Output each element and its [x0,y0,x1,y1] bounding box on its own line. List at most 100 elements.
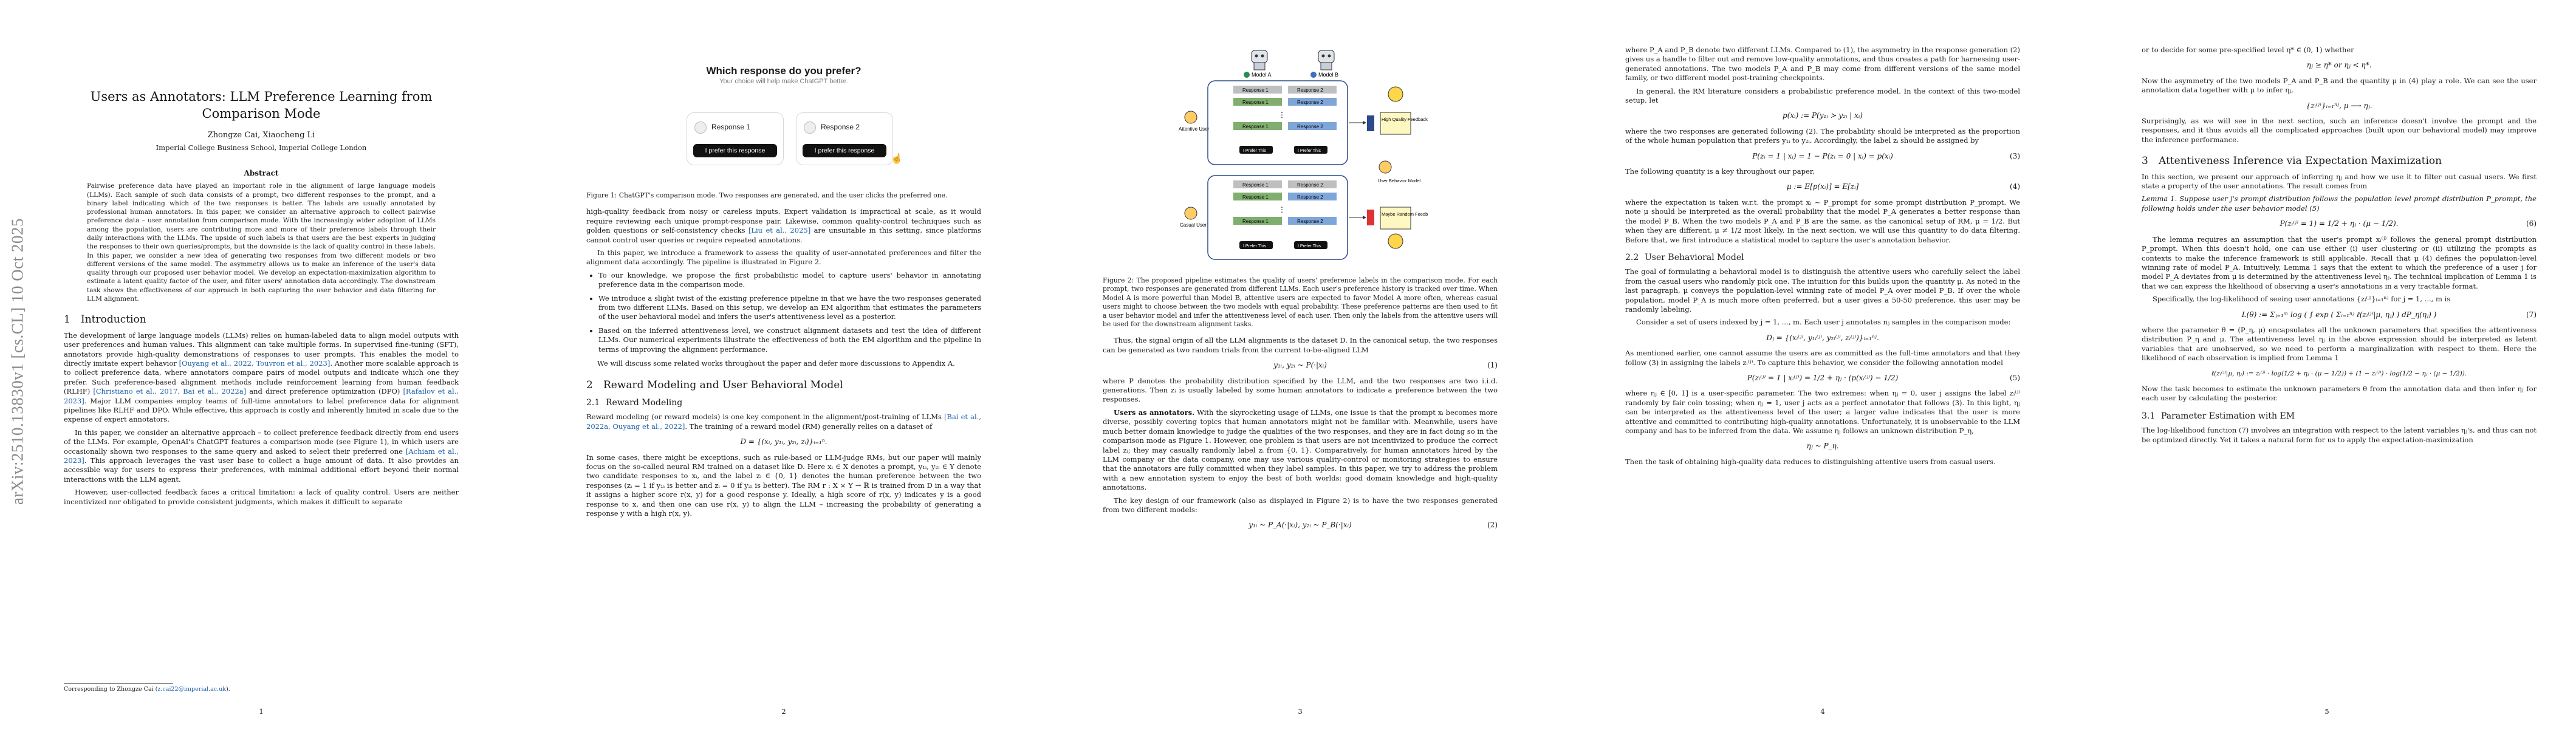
page-1: arXiv:2510.13830v1 [cs.CL] 10 Oct 2025 U… [0,0,522,729]
paragraph: Reward modeling (or reward models) is on… [586,412,981,431]
page-number: 3 [1298,707,1303,716]
svg-text:Response 2: Response 2 [1297,194,1323,200]
data-block-icon [1367,115,1374,131]
page-5-content: or to decide for some pre-specified leve… [2142,46,2537,448]
svg-text:I Prefer This: I Prefer This [1243,244,1266,248]
paragraph: Specifically, the log-likelihood of seei… [2153,295,2451,304]
robot-icon [1318,50,1335,70]
attentive-user-label: Attentive User [1179,126,1210,132]
svg-text:I Prefer This: I Prefer This [1298,244,1321,248]
paper-title: Users as Annotators: LLM Preference Lear… [90,89,433,121]
chatgpt-icon [804,122,816,134]
paragraph: The key design of our framework (also as… [1103,496,1498,514]
svg-text:Response 2: Response 2 [1297,87,1323,93]
page-number: 5 [2324,707,2329,716]
paragraph: In this section, we present our approach… [2142,172,2537,191]
paragraph: or to decide for some pre-specified leve… [2142,46,2354,54]
page-4-content: where P_A and P_B denote two different L… [1625,46,2020,470]
page-3: Model A Model B Attentive User Response … [1039,0,1561,729]
equation-likelihood: ℓ(zᵢ⁽ʲ⁾|μ, ηⱼ) := zᵢ⁽ʲ⁾ · log(1/2 + ηⱼ ·… [2211,369,2467,377]
equation-3: P(zᵢ = 1 | xᵢ) = 1 − P(zᵢ = 0 | xᵢ) = p(… [1752,151,2020,160]
paragraph: The goal of formulating a behavioral mod… [1625,267,2020,313]
robot-icon [1251,50,1268,70]
paragraph: As mentioned earlier, one cannot assume … [1625,349,2020,367]
equation-1: y₁ᵢ, y₂ᵢ ~ P(·|xᵢ)(1) [1273,361,1498,370]
response-pair-row: Response 1 Response 2 Response 1 Respons… [1233,86,1337,154]
citation-link[interactable]: [Ouyang et al., 2022, Touvron et al., 20… [179,359,331,368]
equation-4: μ := E[p(xᵢ)] = E[zᵢ](4) [1786,182,2020,191]
happy-face-icon [1388,86,1403,102]
page-5: or to decide for some pre-specified leve… [2078,0,2576,729]
svg-text:Response 2: Response 2 [1297,124,1323,129]
paragraph: Now the task becomes to estimate the unk… [2142,384,2537,403]
citation-link[interactable]: [Christiano et al., 2017, Bai et al., 20… [93,387,247,396]
paragraph: We will discuss some related works throu… [597,359,955,368]
paragraph: In general, the RM literature considers … [1625,86,2020,105]
email-link[interactable]: z.cai22@imperial.ac.uk [157,686,226,693]
figure-2-pipeline: Model A Model B Attentive User Response … [1173,46,1435,270]
arxiv-stamp: arXiv:2510.13830v1 [cs.CL] 10 Oct 2025 [8,218,27,505]
figure-1-caption: Figure 1: ChatGPT's comparison mode. Two… [586,191,948,199]
citation-link[interactable]: [Rafailov et al., 2023] [64,387,459,405]
contribution-item: Based on the inferred attentiveness leve… [598,326,981,354]
paragraph: The log-likelihood function (7) involves… [2142,426,2537,444]
svg-text:I Prefer This: I Prefer This [1298,149,1321,153]
footnote: Corresponding to Zhongze Cai (z.cai22@im… [64,683,230,693]
cursor-pointer-icon: ☝ [891,154,903,164]
citation-link[interactable]: [Liu et al., 2025] [748,226,811,235]
paragraph: where the expectation is taken w.r.t. th… [1625,197,2020,244]
svg-text:Response 1: Response 1 [1242,124,1269,129]
equation-dataset: D = {(xᵢ, y₁ᵢ, y₂ᵢ, zᵢ)}ᵢ₌₁ⁿ. [740,437,827,447]
response-card-2: Response 2 I prefer this response ☝ [796,112,903,165]
page-4: where P_A and P_B denote two different L… [1561,0,2084,729]
paragraph: where ηⱼ ∈ [0, 1] is a user-specific par… [1625,389,2020,435]
intro-paragraph-2: In this paper, we consider an alternativ… [64,428,459,484]
casual-user-box [1207,175,1348,260]
svg-text:Response 2: Response 2 [1297,219,1323,224]
paragraph: Users as annotators. With the skyrocketi… [1103,408,1498,492]
paper-authors: Zhongze Cai, Xiaocheng Li [207,131,315,140]
svg-text:Response 1: Response 1 [1242,100,1269,105]
page-2-content: Which response do you prefer? Your choic… [586,46,981,522]
paragraph: Now the asymmetry of the two models P_A … [2142,76,2537,95]
response-2-label: Response 2 [821,123,860,132]
paper-affiliation: Imperial College Business School, Imperi… [156,143,367,152]
paragraph: where P_A and P_B denote two different L… [1625,46,2020,83]
figure-1-comparison-mode: Which response do you prefer? Your choic… [656,46,911,185]
paragraph: Thus, the signal origin of all the LLM a… [1103,336,1498,354]
paragraph: where the two responses are generated fo… [1625,126,2020,145]
paragraph: where the parameter θ = (P_η, μ) encapsu… [2142,325,2537,363]
equation-p: p(xᵢ) := P(y₁ᵢ ≻ y₂ᵢ | xᵢ) [1783,111,1863,120]
equation-6: P(zᵢ⁽ʲ⁾ = 1) = 1/2 + ηⱼ · (μ − 1/2).(6) [2280,219,2537,228]
contribution-item: We introduce a slight twist of the exist… [598,294,981,322]
svg-text:Response 1: Response 1 [1242,194,1269,200]
svg-text:Response 2: Response 2 [1297,182,1323,188]
figure-2-caption: Figure 2: The proposed pipeline estimate… [1103,276,1498,329]
paragraph: Then the task of obtaining high-quality … [1625,457,1996,466]
paragraph: In this paper, we introduce a framework … [586,248,981,267]
high-quality-feedback-box [1380,112,1411,135]
contribution-item: To our knowledge, we propose the first p… [598,271,981,290]
equation-eta: ηⱼ ~ P_η. [1806,442,1839,451]
svg-text:⋮: ⋮ [1278,111,1286,119]
data-block-icon [1367,210,1374,225]
equation-5: P(zᵢ⁽ʲ⁾ = 1 | xᵢ⁽ʲ⁾) = 1/2 + ηⱼ · (p(xᵢ⁽… [1747,373,2020,382]
paragraph: In some cases, there might be exceptions… [586,453,981,518]
page-number: 1 [259,707,264,716]
citation-link[interactable]: [Achiam et al., 2023] [64,447,459,465]
response-card-1: Response 1 I prefer this response [687,112,784,165]
equation-inference: {zᵢ⁽ʲ⁾}ᵢ₌₁ⁿʲ, μ ⟶ ηⱼ. [2306,101,2372,110]
user-avatar-icon [1379,160,1392,174]
page-1-content: Users as Annotators: LLM Preference Lear… [64,46,459,510]
page-number: 4 [1820,707,1825,716]
paragraph: Consider a set of users indexed by j = 1… [1636,318,2011,327]
prefer-response-2-button[interactable]: I prefer this response [803,144,886,157]
response-pair-row: Response 1 Response 2 Response 1 Respons… [1233,180,1337,249]
prefer-response-1-button[interactable]: I prefer this response [693,144,777,157]
svg-text:Response 1: Response 1 [1242,182,1269,188]
citation-link[interactable]: [Bai et al., 2022a, Ouyang et al., 2022] [586,412,981,431]
